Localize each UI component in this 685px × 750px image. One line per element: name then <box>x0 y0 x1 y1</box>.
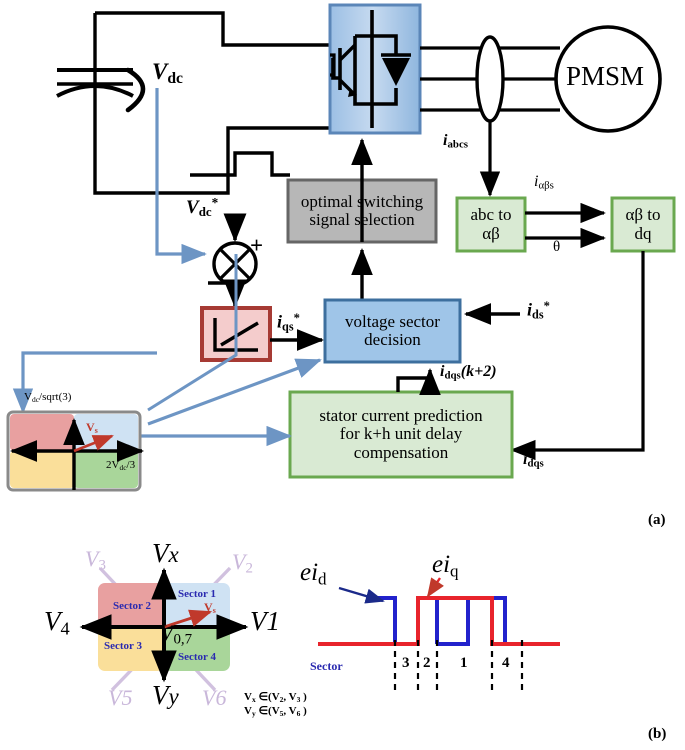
i-dqs-k2-label: idqs(k+2) <box>440 363 497 382</box>
sector-1-quadrant <box>164 583 230 627</box>
sector-vs-label: Vs <box>204 600 216 616</box>
stator-current-prediction-block <box>288 390 514 479</box>
i-dqs-label: idqs <box>523 451 544 470</box>
sector-vs-vector <box>163 609 213 629</box>
transform-connectors <box>525 202 606 249</box>
inset-axes <box>9 417 145 490</box>
sector-axis-label: Sector <box>310 659 343 673</box>
waveform-sector-tick-3: 3 <box>402 655 410 671</box>
vx-constraint-label: Vx ∈(V2, V3 ) <box>244 691 307 704</box>
panel-b-label: (b) <box>648 726 667 742</box>
igbt-arrow <box>348 88 357 97</box>
sector-2-quadrant <box>98 583 164 627</box>
vx-axis-label: Vx <box>152 538 179 568</box>
ghost-v3-label: V3 <box>85 546 106 574</box>
panel-a-label: (a) <box>648 512 666 528</box>
sector-3-quadrant <box>98 627 164 671</box>
capacitor-symbol <box>56 68 134 98</box>
pulse-waveform-glyph <box>190 151 290 177</box>
waveform-ei-d <box>377 596 560 646</box>
inset-vs-vector <box>73 434 114 453</box>
zero-vector-label: V0,7 <box>160 620 193 648</box>
ei-q-label: eiq <box>432 551 459 581</box>
vdc-ref-label: Vdc* <box>186 195 219 220</box>
ei-d-label: eid <box>300 559 327 589</box>
sector-diagram-axes <box>79 567 249 683</box>
sector-4-label: Sector 4 <box>178 651 216 663</box>
inset-y-axis-label: Vdc/sqrt(3) <box>24 391 72 404</box>
sector-1-label: Sector 1 <box>178 588 216 600</box>
inverter-block <box>328 3 422 135</box>
inset-quadrant-bottom-left <box>10 451 74 488</box>
v1-axis-label: V1 <box>250 606 280 636</box>
sector-3-label: Sector 3 <box>104 640 142 652</box>
stator-current-prediction-label: stator current prediction for k+h unit d… <box>319 406 483 462</box>
waveform-sector-dividers <box>393 640 524 692</box>
waveform-sector-tick-2: 2 <box>423 655 431 671</box>
summing-plus-sign: + <box>250 233 264 258</box>
inset-link-lines <box>147 254 238 412</box>
igbt-symbol <box>330 10 398 128</box>
current-sensor <box>475 35 505 123</box>
ei-q-callout-arrow <box>426 577 444 598</box>
pmsm-label: PMSM <box>566 61 645 91</box>
waveform-sector-tick-4: 4 <box>502 655 510 671</box>
sector-2-label: Sector 2 <box>113 600 151 612</box>
theta-label: θ <box>553 239 561 255</box>
ghost-v5-label: V5 <box>108 685 133 710</box>
waveform-sector-tick-1: 1 <box>460 655 468 671</box>
sector-4-quadrant <box>164 627 230 671</box>
ghost-v2-label: V2 <box>232 549 253 577</box>
inset-quadrant-top-right <box>74 414 138 451</box>
iqs-ref-label: iqs* <box>277 311 300 334</box>
inset-x-axis-label: 2Vdc/3 <box>106 459 136 472</box>
dc-link-circuit <box>57 11 330 195</box>
prediction-to-sector-path <box>396 367 441 396</box>
pi-ramp-glyph <box>213 318 259 352</box>
vdc-label: Vdc <box>152 59 183 87</box>
i-alphabetas-label: iαβs <box>534 173 554 192</box>
vy-axis-label: Vy <box>152 680 179 710</box>
pmsm-motor <box>554 25 662 133</box>
voltage-sector-decision-block <box>323 298 462 364</box>
waveform-ei-q <box>318 596 560 646</box>
sector-quadrants <box>98 583 230 671</box>
ids-ref-label: ids* <box>527 299 550 322</box>
vy-constraint-label: Vy ∈(V5, V6 ) <box>244 705 307 718</box>
inset-quadrant-top-left <box>10 414 74 451</box>
ghost-v6-label: V6 <box>202 685 227 710</box>
ei-d-callout-arrow <box>338 586 385 604</box>
diode-triangle <box>382 58 410 86</box>
dc-source-arc <box>125 67 146 113</box>
abc-to-alphabeta-block <box>455 196 527 253</box>
inset-vs-label: Vs <box>86 420 98 436</box>
dq-feedback-path <box>510 251 645 461</box>
v4-axis-label: V4 <box>44 606 70 639</box>
i-abcs-label: iabcs <box>443 132 468 151</box>
